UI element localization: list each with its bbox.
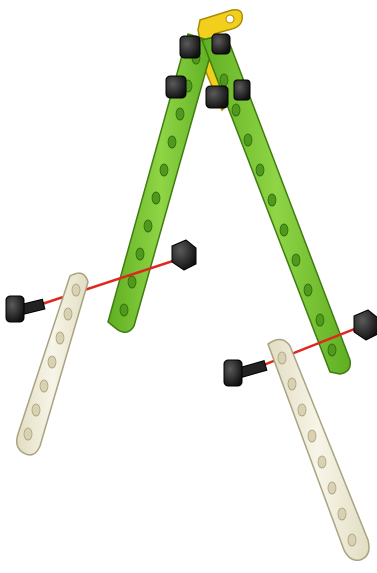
bolt-head-mid-left	[166, 76, 186, 98]
right-nut	[354, 310, 377, 340]
left-nut	[172, 240, 196, 270]
nut-mid-right	[234, 80, 250, 100]
nut-top-right	[212, 34, 230, 54]
right-bolt	[224, 360, 267, 386]
right-cream-strip	[268, 339, 369, 560]
left-green-strip	[108, 34, 214, 332]
bolt-head-top-left	[180, 36, 200, 58]
left-bolt	[6, 296, 45, 322]
right-green-strip	[202, 34, 350, 374]
bolt-head-mid-center	[206, 86, 228, 108]
